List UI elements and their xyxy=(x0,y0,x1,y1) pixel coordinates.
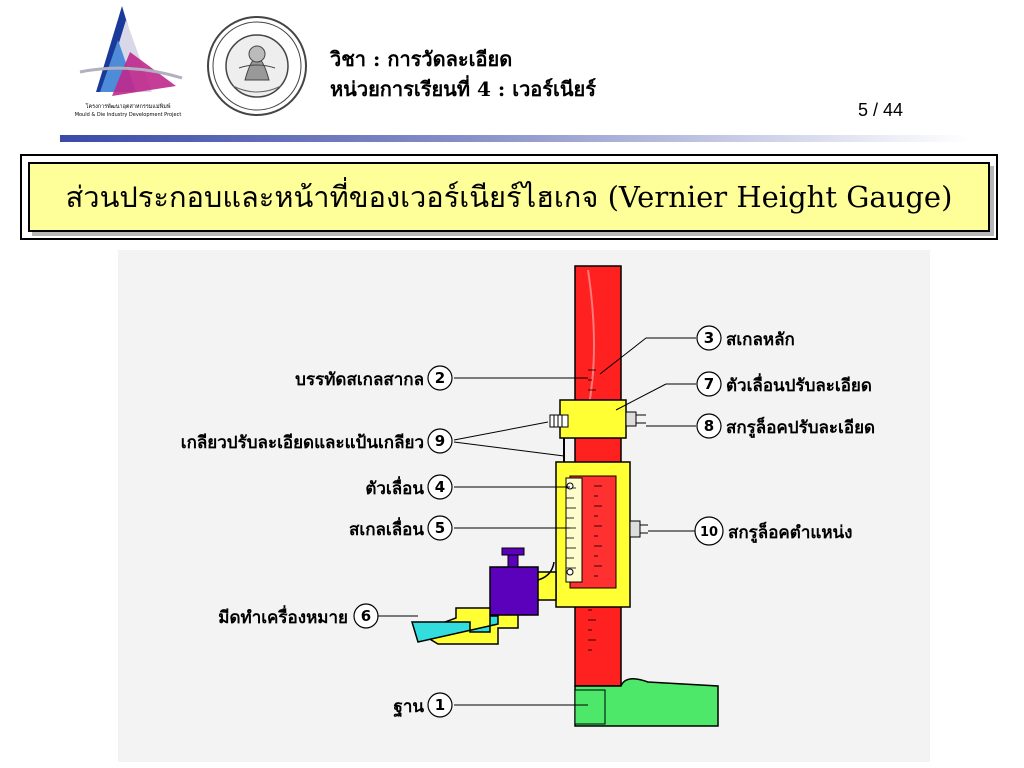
page-indicator: 5 / 44 xyxy=(858,100,904,120)
logo-text-en: Mould & Die Industry Development Project xyxy=(75,112,182,118)
label-fine-adjust-screw: เกลียวปรับละเอียดและแป้นเกลียว xyxy=(180,433,424,453)
course-name: วิชา : การวัดละเอียด xyxy=(330,47,513,71)
callout-circles xyxy=(353,325,724,718)
height-gauge-drawing: 1 2 3 4 5 6 7 8 9 10 xyxy=(353,265,724,727)
label-fine-adjust-slider: ตัวเลื่อนปรับละเอียด xyxy=(726,376,872,396)
slide-title-frame: ส่วนประกอบและหน้าที่ของเวอร์เนียร์ไฮเกจ … xyxy=(20,154,998,240)
unit-name: หน่วยการเรียนที่ 4 : เวอร์เนียร์ xyxy=(330,77,597,101)
callout-number-2: 2 xyxy=(435,369,445,387)
label-scriber: มีดทำเครื่องหมาย xyxy=(218,608,348,628)
label-fine-lock-screw: สกรูล็อคปรับละเอียด xyxy=(726,418,876,438)
course-title-block: วิชา : การวัดละเอียด หน่วยการเรียนที่ 4 … xyxy=(330,44,596,104)
label-vernier-scale: สเกลเลื่อน xyxy=(349,520,424,540)
commission-seal xyxy=(205,14,309,118)
fine-lock-screw xyxy=(625,411,637,427)
header-divider xyxy=(60,127,970,142)
callout-number-3: 3 xyxy=(704,329,714,347)
position-lock-screw xyxy=(629,520,641,538)
label-main-scale: สเกลหลัก xyxy=(726,330,795,350)
callout-number-10: 10 xyxy=(700,525,718,540)
scriber-clamp xyxy=(489,566,539,616)
callout-number-5: 5 xyxy=(435,519,445,537)
leader-lines xyxy=(366,337,696,706)
callout-number-4: 4 xyxy=(435,478,445,496)
fine-adjust-slider xyxy=(559,399,627,439)
vernier-scale xyxy=(565,477,583,583)
fine-adjust-screw xyxy=(549,414,569,428)
gauge-base xyxy=(574,678,719,727)
label-base: ฐาน xyxy=(393,697,424,717)
callout-number-1: 1 xyxy=(435,696,445,714)
callout-number-6: 6 xyxy=(361,607,371,625)
slide-title: ส่วนประกอบและหน้าที่ของเวอร์เนียร์ไฮเกจ … xyxy=(65,180,953,214)
label-slider: ตัวเลื่อน xyxy=(365,479,424,499)
height-gauge-diagram: 1 2 3 4 5 6 7 8 9 10 ฐาน บรรทัดสเกลสากล … xyxy=(118,250,930,762)
callout-number-8: 8 xyxy=(704,417,714,435)
logo-text-th: โครงการพัฒนาอุตสาหกรรมแม่พิมพ์ xyxy=(86,102,171,110)
callout-number-7: 7 xyxy=(704,375,714,393)
label-universal-scale: บรรทัดสเกลสากล xyxy=(295,370,424,390)
marking-scriber xyxy=(410,615,499,643)
callout-number-9: 9 xyxy=(435,432,445,450)
project-logo: โครงการพัฒนาอุตสาหกรรมแม่พิมพ์ Mould & D… xyxy=(60,0,200,122)
label-position-lock-screw: สกรูล็อคตำแหน่ง xyxy=(728,523,853,543)
slide-title-panel: ส่วนประกอบและหน้าที่ของเวอร์เนียร์ไฮเกจ … xyxy=(28,162,990,232)
